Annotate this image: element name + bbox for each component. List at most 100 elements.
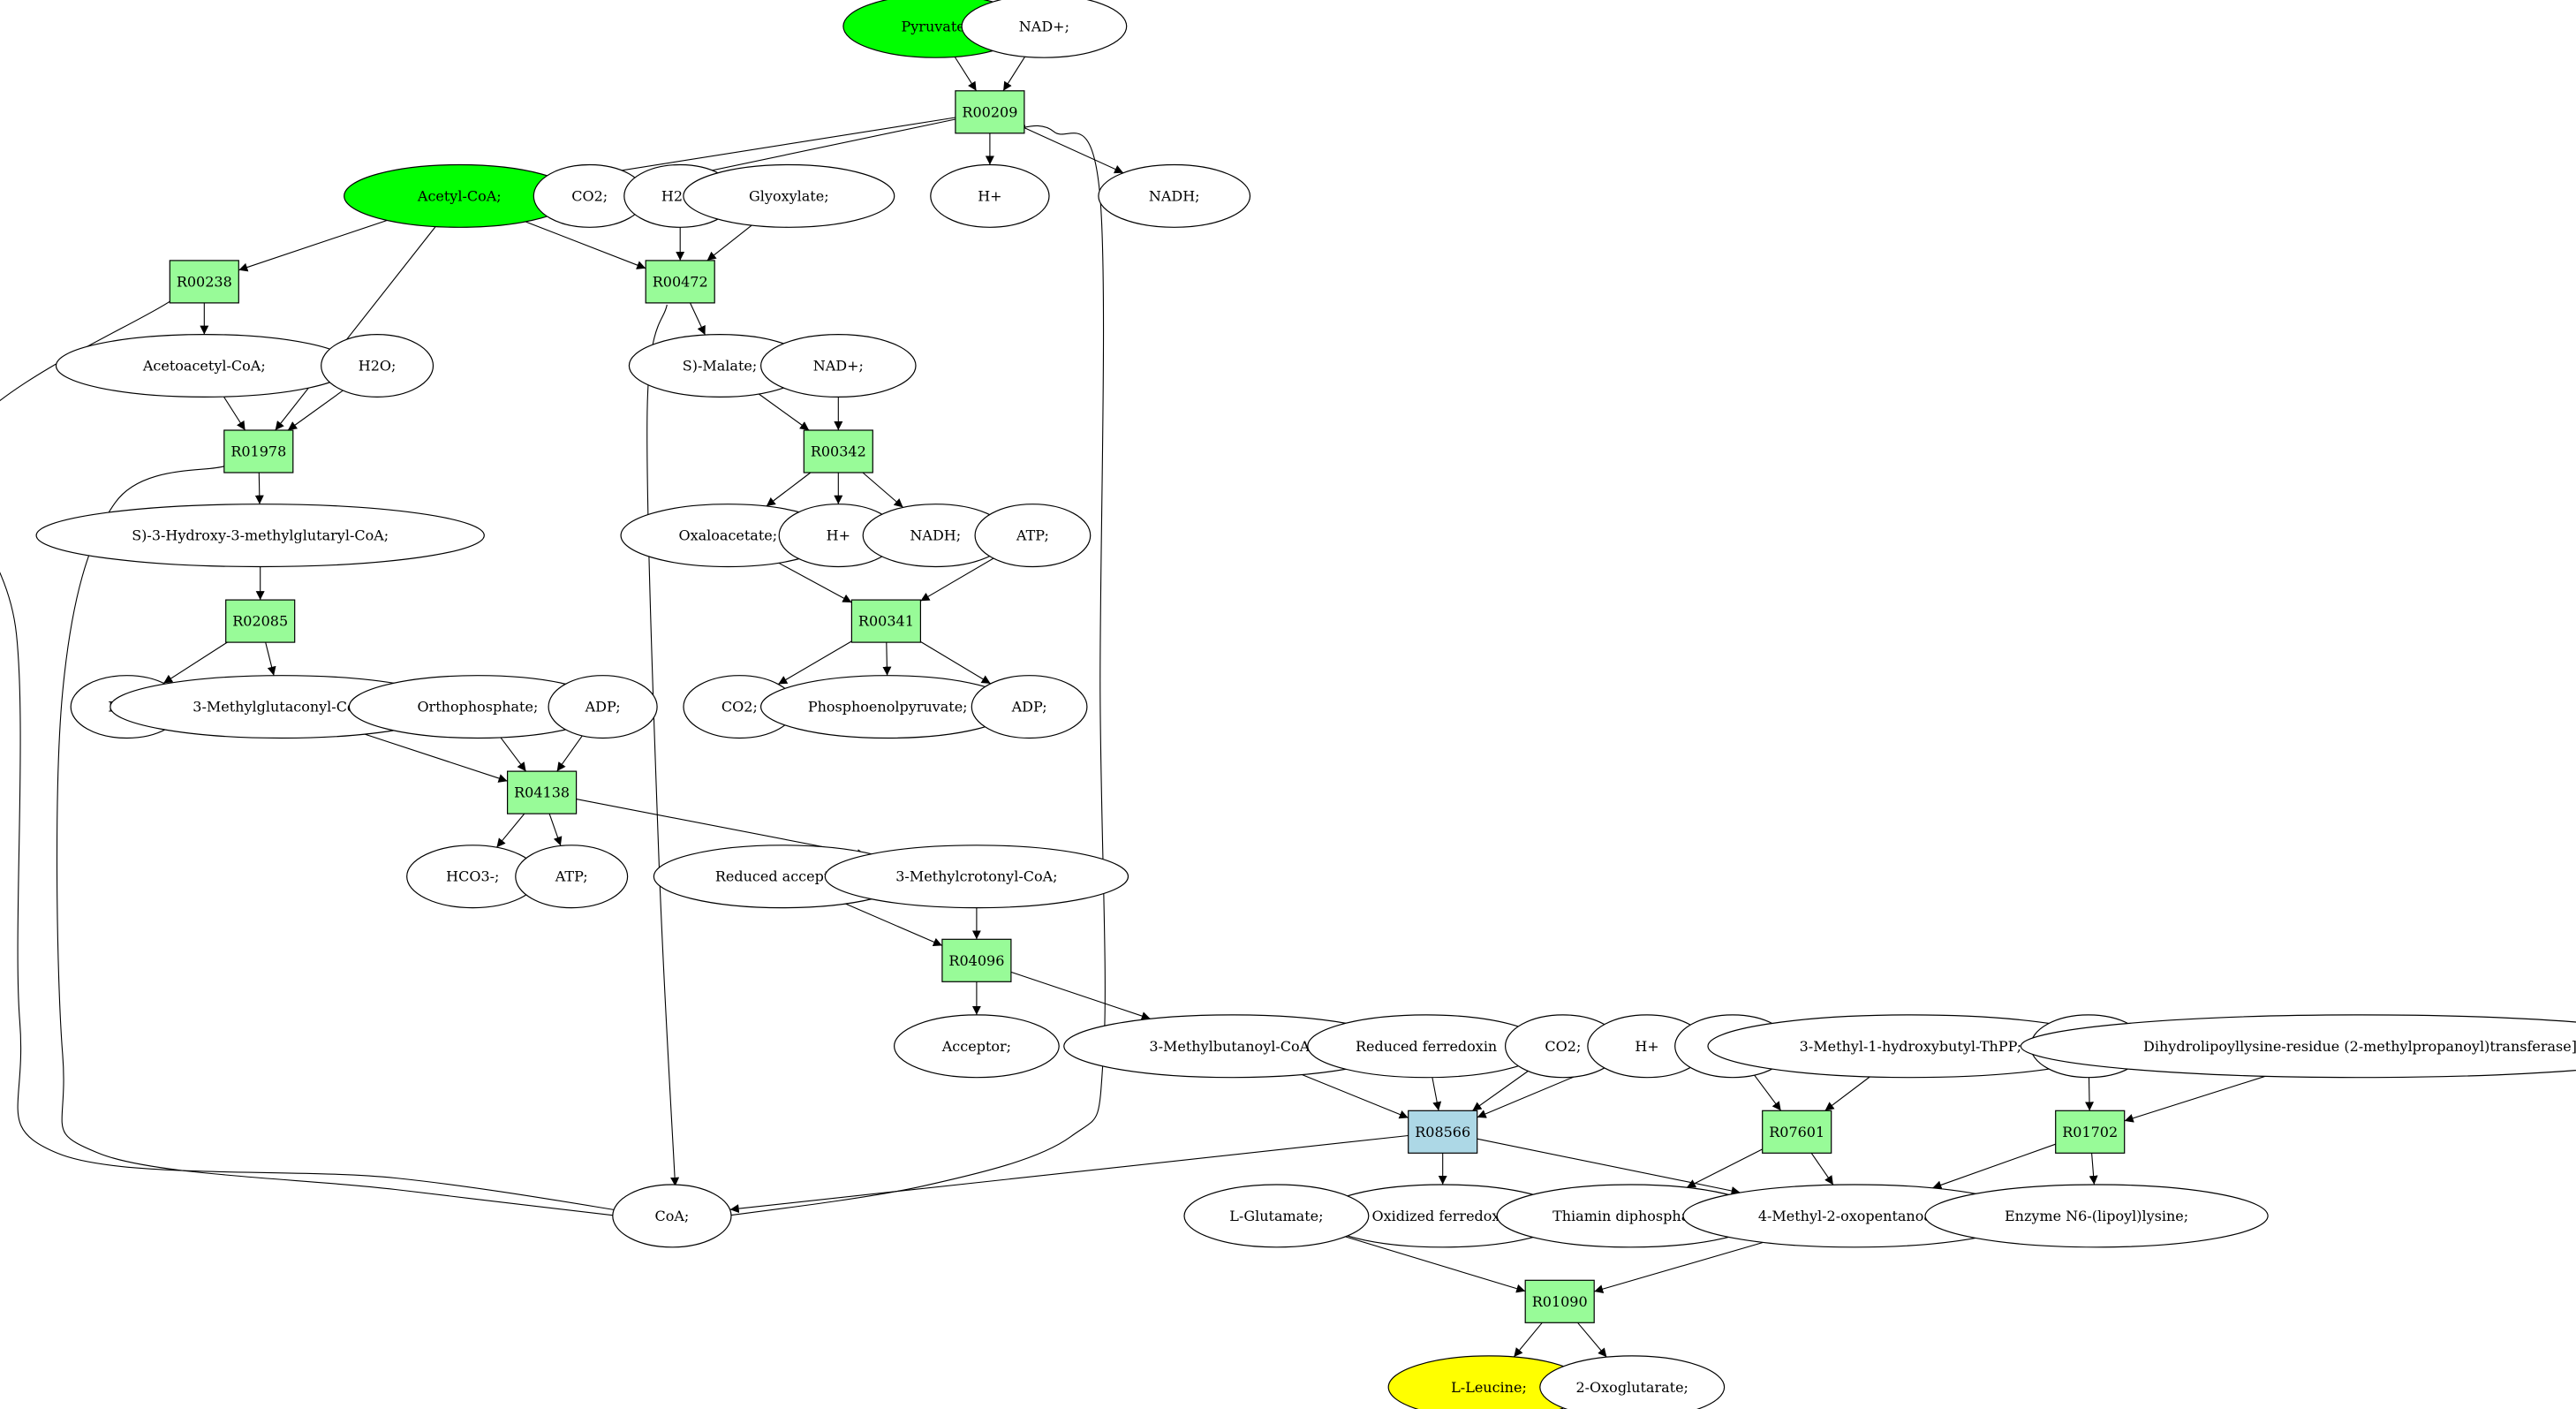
reaction-node-R01702[interactable]: R01702 [2055,1110,2126,1154]
compound-node-nadplus2[interactable]: NAD+; [759,334,917,398]
compound-label: H+ [978,187,1001,204]
edge-dihydrolipoyl-to-R01702 [2124,1075,2266,1123]
compound-node-atp1[interactable]: ATP; [974,504,1092,568]
compound-node-oxferredoxin[interactable]: Oxidized ferredoxin [1318,1184,1568,1248]
compound-node-nadplus1[interactable]: NAD+; [961,0,1128,58]
reaction-node-R00472[interactable]: R00472 [645,260,715,304]
reaction-node-R00342[interactable]: R00342 [803,429,873,473]
compound-node-acetylcoa[interactable]: Acetyl-CoA; [344,163,576,228]
edge-R00209-to-nadh1 [1024,127,1124,174]
edge-R00472-to-coa [646,304,680,1186]
edge-orthophosphate-to-R04138 [500,737,527,772]
compound-node-hmgcoa[interactable]: S)-3-Hydroxy-3-methylglutaryl-CoA; [35,504,485,568]
compound-label: Oxaloacetate; [678,527,777,544]
compound-node-oxaloacetate[interactable]: Oxaloacetate; [620,504,836,568]
compound-node-coa[interactable]: CoA; [612,1184,732,1248]
compound-node-adp2[interactable]: ADP; [971,675,1088,739]
reaction-label: R00341 [858,613,914,630]
compound-node-h2o_2[interactable]: H2O; [321,334,434,398]
compound-label: H+ [827,527,850,544]
reaction-node-R08566[interactable]: R08566 [1408,1110,1478,1154]
edge-pyruvate-to-R00209 [954,57,978,92]
compound-node-mhbthpp[interactable]: 3-Methyl-1-hydroxybutyl-ThPP; [1707,1014,2114,1079]
compound-ellipse [1183,1184,1370,1248]
compound-label: 4-Methyl-2-oxopentanoate; [1758,1208,1951,1224]
compound-node-pep[interactable]: Phosphoenolpyruvate; [759,675,1016,739]
compound-node-co2_2[interactable]: CO2; [683,675,797,739]
compound-label: NAD+; [1019,18,1069,34]
compound-node-glyoxylate[interactable]: Glyoxylate; [683,163,895,228]
reaction-box [2055,1110,2126,1154]
edge-R01702-to-mop [1932,1143,2056,1190]
compound-node-smalate[interactable]: S)-Malate; [628,334,812,398]
edge-mhbthpp-to-R07601 [1824,1076,1870,1111]
compound-node-atp2[interactable]: ATP; [515,845,629,909]
reaction-node-R00341[interactable]: R00341 [850,599,922,643]
reaction-node-R00238[interactable]: R00238 [169,260,239,304]
compound-label: H+ [1635,1038,1658,1055]
node-layer: Pyruvate;NAD+;R00209Acetyl-CoA;CO2;H+NAD… [35,0,2576,1409]
reaction-box [1408,1110,1478,1154]
edge-R00341-to-pep [882,642,892,676]
compound-node-redferredoxin[interactable]: Reduced ferredoxin [1307,1014,1545,1079]
compound-node-acceptor[interactable]: Acceptor; [894,1014,1060,1079]
compound-node-nadh1[interactable]: NADH; [1098,163,1251,228]
reaction-node-R04096[interactable]: R04096 [941,938,1012,982]
compound-label: CoA; [654,1208,689,1224]
edge-co2_4-to-R07601 [1754,1074,1782,1111]
reaction-node-R00209[interactable]: R00209 [955,90,1025,134]
compound-node-acetoacetylcoa[interactable]: Acetoacetyl-CoA; [55,334,353,398]
compound-label: ADP; [585,699,621,716]
compound-node-hplus2[interactable]: H+ [778,504,899,568]
compound-node-oxoglutarate[interactable]: 2-Oxoglutarate; [1539,1355,1726,1409]
compound-label: Phosphoenolpyruvate; [808,699,968,716]
compound-node-co2_1[interactable]: CO2; [533,163,646,228]
compound-label: 3-Methyl-1-hydroxybutyl-ThPP; [1800,1038,2022,1055]
compound-node-mcrotonylcoa[interactable]: 3-Methylcrotonyl-CoA; [824,845,1129,909]
compound-node-nadh2[interactable]: NADH; [862,504,1009,568]
compound-label: Reduced acceptor; [715,868,850,885]
reaction-label: R00472 [653,273,708,290]
compound-ellipse [894,1014,1060,1079]
compound-node-lglutamate[interactable]: L-Glutamate; [1183,1184,1370,1248]
edge-R04096-to-mbutanoylcoa [1010,971,1151,1020]
compound-ellipse [971,675,1088,739]
edge-layer [0,57,2266,1358]
reaction-node-R02085[interactable]: R02085 [225,599,296,643]
compound-node-hplus1[interactable]: H+ [930,163,1050,228]
reaction-label: R01090 [1532,1293,1588,1310]
compound-node-dihydrolipoyl[interactable]: Dihydrolipoyllysine-residue (2-methylpro… [2020,1014,2576,1079]
compound-label: Enzyme N6-(lipoyl)lysine; [2005,1208,2188,1224]
compound-label: Acetyl-CoA; [417,187,502,204]
reaction-node-R04138[interactable]: R04138 [506,770,578,814]
edge-R04138-to-atp2 [548,813,563,846]
edge-redferredoxin-to-R08566 [1432,1077,1442,1111]
compound-node-thiamin[interactable]: Thiamin diphosphate; [1496,1184,1765,1248]
edge-R01090-to-lleucine [1513,1322,1543,1358]
edge-R01090-to-oxoglutarate [1577,1322,1607,1358]
compound-node-enzymelipoyl[interactable]: Enzyme N6-(lipoyl)lysine; [1924,1184,2269,1248]
compound-ellipse [2020,1014,2576,1079]
reaction-box [955,90,1025,134]
edge-acetylcoa-to-R00472 [525,221,646,269]
reaction-node-R07601[interactable]: R07601 [1762,1110,1832,1154]
compound-node-mop[interactable]: 4-Methyl-2-oxopentanoate; [1682,1184,2027,1248]
compound-node-orthophosphate[interactable]: Orthophosphate; [348,675,608,739]
compound-ellipse [35,504,485,568]
compound-node-adp1[interactable]: ADP; [548,675,658,739]
reaction-box [1524,1279,1595,1323]
edge-R00342-to-nadh2 [862,472,903,508]
reaction-node-R01090[interactable]: R01090 [1524,1279,1595,1323]
edge-reducedacceptor-to-R04096 [845,903,943,947]
compound-node-mbutanoylcoa[interactable]: 3-Methylbutanoyl-CoA; [1063,1014,1401,1079]
compound-node-lleucine[interactable]: L-Leucine; [1387,1355,1590,1409]
edge-mglutaconylcoa-to-R04138 [364,733,508,783]
edge-co2_3-to-R08566 [1472,1071,1529,1111]
reaction-label: R02085 [232,613,288,630]
edge-mop-to-R01090 [1594,1241,1764,1294]
compound-label: 3-Methylbutanoyl-CoA; [1149,1038,1314,1055]
compound-ellipse [930,163,1050,228]
compound-label: CO2; [571,187,608,204]
reaction-node-R01978[interactable]: R01978 [223,429,294,473]
